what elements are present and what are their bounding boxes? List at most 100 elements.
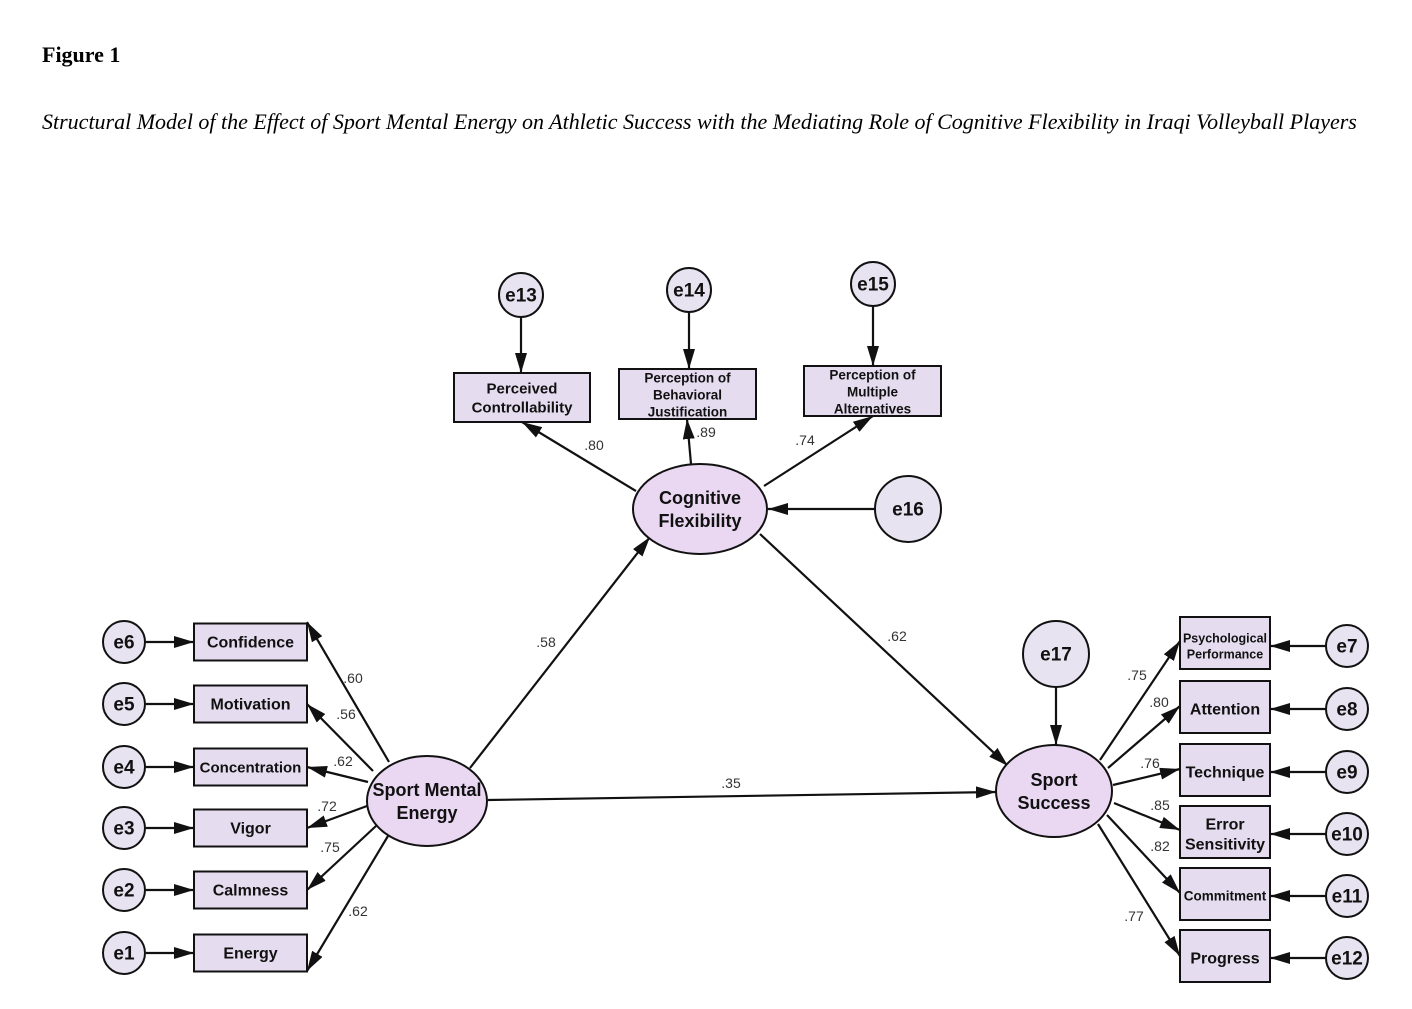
error-term-e15 [850, 261, 896, 307]
error-label: e4 [113, 758, 135, 779]
loading-coefficient: .85 [1150, 797, 1170, 813]
indicator-box [193, 684, 308, 724]
loading-path-e15 [763, 415, 874, 487]
error-term-e1 [102, 931, 146, 975]
loading-path-e3 [306, 804, 368, 830]
loading-path-e5 [306, 703, 374, 772]
loading-coefficient: .74 [795, 432, 815, 448]
loading-path-e11 [1106, 814, 1181, 894]
error-label: e5 [113, 695, 135, 716]
latent-cf [632, 463, 768, 555]
loading-path-e6 [306, 621, 390, 763]
disturbance-e16 [874, 475, 942, 543]
disturbance-label-e16: e16 [892, 500, 924, 521]
indicator-box [1179, 867, 1271, 921]
loading-coefficient: .89 [696, 424, 716, 440]
indicator-box [618, 368, 757, 420]
indicator-box [193, 747, 308, 787]
error-term-e5 [102, 682, 146, 726]
indicator-box [1179, 929, 1271, 983]
indicator-box [453, 372, 591, 423]
indicator-label: Progress [1190, 951, 1259, 968]
loading-coefficient: .75 [320, 839, 340, 855]
error-label: e8 [1336, 700, 1357, 721]
loading-path-e14 [682, 418, 695, 465]
error-term-e10 [1325, 812, 1369, 856]
disturbance-label-e17: e17 [1040, 645, 1072, 666]
error-label: e12 [1331, 949, 1363, 970]
error-term-e13 [498, 272, 544, 318]
loading-path-e4 [306, 765, 369, 784]
loading-coefficient: .62 [333, 753, 353, 769]
error-label: e2 [113, 881, 134, 902]
loading-coefficient: .72 [317, 798, 337, 814]
loading-coefficient: .60 [343, 670, 363, 686]
loading-coefficient: .77 [1124, 908, 1144, 924]
indicator-label: Vigor [230, 821, 271, 838]
indicator-label: Commitment [1184, 889, 1267, 904]
error-term-e14 [666, 267, 712, 313]
loading-coefficient: .80 [584, 437, 604, 453]
coefficient-sme-ss: .35 [721, 775, 741, 791]
loading-path-e7 [1099, 640, 1181, 761]
indicator-box [1179, 743, 1271, 797]
latent-sme [366, 755, 488, 847]
error-label: e7 [1336, 637, 1357, 658]
error-label: e1 [113, 944, 135, 965]
indicator-label: Technique [1186, 765, 1265, 782]
indicator-label: Calmness [213, 883, 289, 900]
indicator-box [1179, 805, 1271, 859]
loading-coefficient: .62 [348, 903, 368, 919]
error-label: e10 [1331, 825, 1363, 846]
loading-path-e9 [1112, 767, 1181, 787]
latent-ss [995, 744, 1113, 838]
loading-coefficient: .75 [1127, 667, 1147, 683]
error-term-e9 [1325, 750, 1369, 794]
loading-coefficient: .56 [336, 706, 356, 722]
error-label: e6 [113, 633, 134, 654]
loading-path-e8 [1107, 705, 1181, 769]
coefficient-cf-ss: .62 [887, 628, 907, 644]
error-label: e15 [857, 275, 889, 296]
indicator-label: Confidence [207, 635, 294, 652]
figure-label: Figure 1 [42, 42, 121, 67]
error-term-e3 [102, 806, 146, 850]
indicator-label: Motivation [211, 697, 291, 714]
error-term-e12 [1325, 936, 1369, 980]
coefficient-sme-cf: .58 [536, 634, 556, 650]
error-label: e3 [113, 819, 134, 840]
indicator-label: Attention [1190, 702, 1260, 719]
indicator-label: Energy [223, 946, 277, 963]
error-label: e13 [505, 286, 537, 307]
disturbance-e17 [1022, 620, 1090, 688]
error-label: e9 [1336, 763, 1357, 784]
error-term-e2 [102, 868, 146, 912]
loading-path-e1 [306, 835, 389, 972]
indicator-box [193, 808, 308, 848]
error-term-e8 [1325, 687, 1369, 731]
path-cf-ss [759, 533, 1009, 767]
loading-coefficient: .82 [1150, 838, 1170, 854]
error-term-e11 [1325, 874, 1369, 918]
indicator-box [1179, 680, 1271, 734]
loading-coefficient: .80 [1149, 694, 1169, 710]
loading-coefficient: .76 [1140, 755, 1160, 771]
indicator-box [193, 933, 308, 973]
indicator-box [193, 622, 308, 662]
error-label: e11 [1332, 887, 1363, 908]
loading-path-e12 [1097, 823, 1181, 957]
indicator-box [1179, 616, 1271, 670]
path-sme-ss [487, 786, 997, 802]
figure-caption: Structural Model of the Effect of Sport … [42, 109, 1357, 134]
loading-path-e13 [521, 421, 637, 492]
error-term-e4 [102, 745, 146, 789]
path-sme-cf [469, 536, 651, 769]
error-term-e6 [102, 620, 146, 664]
